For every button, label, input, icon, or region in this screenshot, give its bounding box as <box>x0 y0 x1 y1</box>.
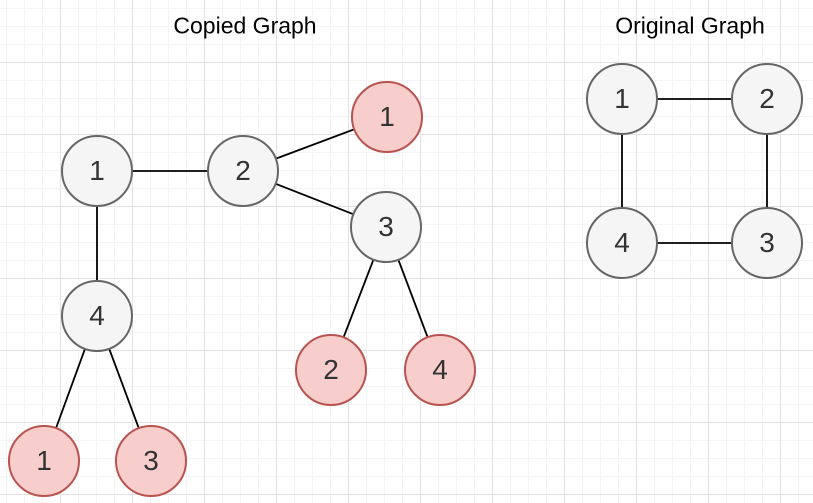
graph-node[interactable]: 2 <box>731 63 803 135</box>
graph-node-label: 3 <box>143 445 159 476</box>
graph-node[interactable]: 4 <box>404 334 476 406</box>
graph-node[interactable]: 1 <box>351 81 423 153</box>
copied-graph-title: Copied Graph <box>173 12 317 39</box>
graph-node[interactable]: 2 <box>207 135 279 207</box>
graph-node-label: 2 <box>235 155 251 186</box>
graph-node-label: 1 <box>614 83 630 114</box>
graph-node-label: 2 <box>759 83 775 114</box>
original-graph-title: Original Graph <box>615 12 765 39</box>
graph-node[interactable]: 3 <box>350 191 422 263</box>
graph-node-label: 4 <box>89 300 105 331</box>
graph-node[interactable]: 3 <box>731 207 803 279</box>
graph-node[interactable]: 1 <box>8 425 80 497</box>
graph-node[interactable]: 1 <box>586 63 658 135</box>
graph-node[interactable]: 4 <box>61 280 133 352</box>
graph-node[interactable]: 4 <box>586 207 658 279</box>
graph-node-label: 1 <box>89 155 105 186</box>
graph-node-label: 4 <box>432 354 448 385</box>
graph-node-label: 3 <box>378 211 394 242</box>
graph-node-label: 3 <box>759 227 775 258</box>
graph-node-label: 1 <box>36 445 52 476</box>
graph-node[interactable]: 1 <box>61 135 133 207</box>
graph-node-label: 1 <box>379 101 395 132</box>
graph-node[interactable]: 2 <box>295 334 367 406</box>
graph-node[interactable]: 3 <box>115 425 187 497</box>
graph-node-label: 4 <box>614 227 630 258</box>
graph-node-label: 2 <box>323 354 339 385</box>
